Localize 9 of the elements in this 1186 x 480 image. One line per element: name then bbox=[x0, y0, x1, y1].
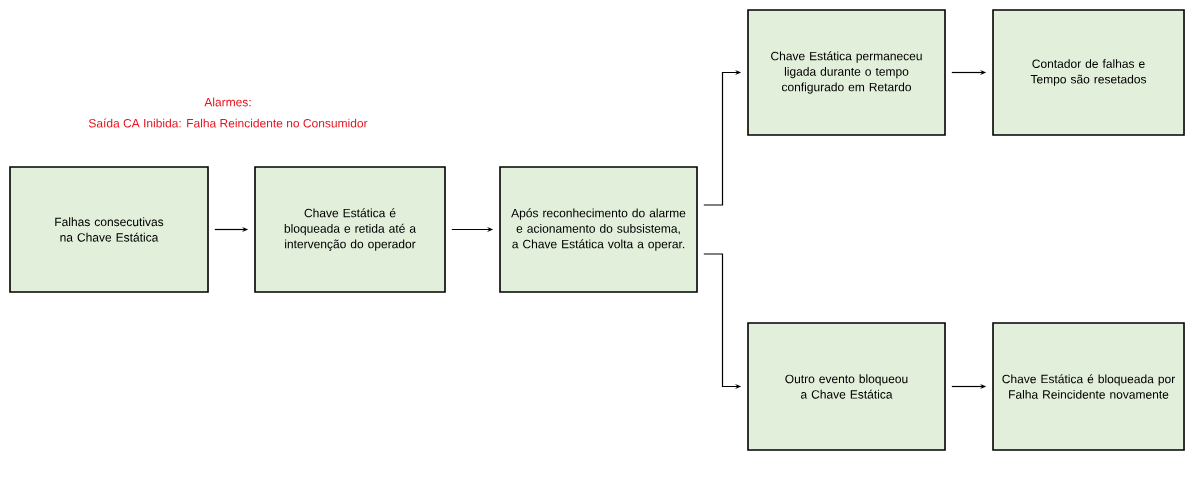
alarm-note: Alarmes: bbox=[204, 97, 251, 107]
process-box: Após reconhecimento do alarme e acionamento do subsistema, a Chave Estática volta a operar. bbox=[499, 166, 698, 293]
alarm-note: Saída CA Inibida: Falha Reincidente no Consumidor bbox=[88, 118, 368, 128]
process-box: Contador de falhas e Tempo são resetados bbox=[992, 9, 1185, 136]
process-box: Chave Estática é bloqueada por Falha Reincidente novamente bbox=[992, 322, 1185, 451]
process-box: Falhas consecutivas na Chave Estática bbox=[9, 166, 209, 293]
process-box: Outro evento bloqueou a Chave Estática bbox=[747, 322, 946, 451]
process-box: Chave Estática permaneceu ligada durante o tempo configurado em Retardo bbox=[747, 9, 946, 136]
process-box: Chave Estática é bloqueada e retida até a intervenção do operador bbox=[254, 166, 446, 293]
